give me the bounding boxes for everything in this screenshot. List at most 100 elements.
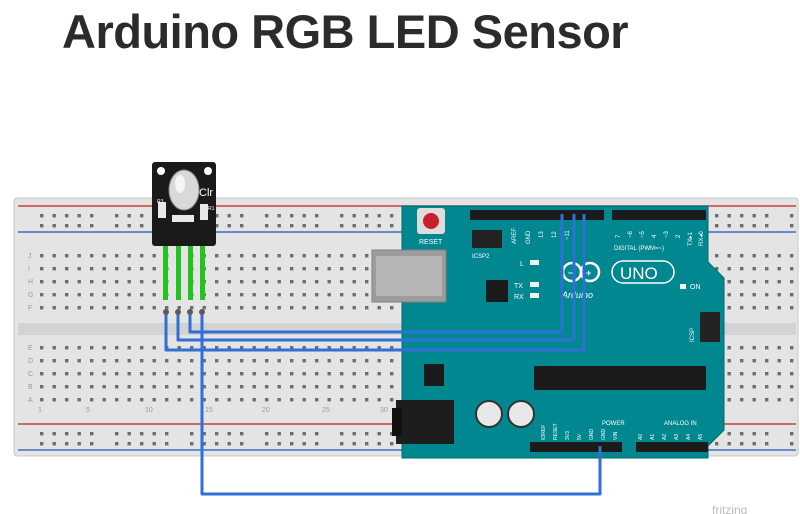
breadboard-row-labels: J I H G F E D C B A bbox=[28, 253, 33, 404]
breadboard-hole bbox=[777, 359, 781, 363]
icsp-header bbox=[700, 312, 720, 342]
breadboard-hole bbox=[90, 346, 94, 350]
breadboard-hole bbox=[52, 214, 56, 218]
breadboard-hole bbox=[765, 442, 769, 446]
breadboard-hole bbox=[777, 267, 781, 271]
breadboard-hole bbox=[240, 398, 244, 402]
breadboard-hole bbox=[202, 385, 206, 389]
breadboard-hole bbox=[790, 359, 794, 363]
breadboard-hole bbox=[365, 280, 369, 284]
breadboard-hole bbox=[127, 442, 131, 446]
breadboard-hole bbox=[40, 306, 44, 310]
led-label-l: L bbox=[520, 261, 524, 268]
breadboard-hole bbox=[377, 442, 381, 446]
breadboard-hole bbox=[715, 442, 719, 446]
breadboard-hole bbox=[240, 306, 244, 310]
pin-label: GND bbox=[601, 429, 607, 441]
breadboard-hole bbox=[102, 280, 106, 284]
breadboard-hole bbox=[752, 214, 756, 218]
row-label: C bbox=[28, 371, 33, 378]
breadboard-hole bbox=[90, 214, 94, 218]
breadboard-hole bbox=[177, 346, 181, 350]
breadboard-hole bbox=[790, 372, 794, 376]
icsp2-header bbox=[472, 230, 502, 248]
breadboard-hole bbox=[227, 293, 231, 297]
breadboard-hole bbox=[752, 385, 756, 389]
breadboard-hole bbox=[90, 385, 94, 389]
breadboard-hole bbox=[240, 346, 244, 350]
breadboard-hole bbox=[302, 267, 306, 271]
breadboard-hole bbox=[777, 280, 781, 284]
breadboard-hole bbox=[790, 293, 794, 297]
breadboard-hole bbox=[340, 267, 344, 271]
svg-text:−: − bbox=[568, 268, 573, 278]
reset-button-cap[interactable] bbox=[423, 213, 439, 229]
pin-label: VIN bbox=[613, 431, 619, 440]
breadboard-hole bbox=[365, 346, 369, 350]
breadboard-hole bbox=[65, 280, 69, 284]
breadboard-hole bbox=[40, 432, 44, 436]
breadboard-hole bbox=[152, 398, 156, 402]
breadboard-hole bbox=[77, 254, 81, 258]
resistor bbox=[158, 202, 166, 218]
breadboard-hole bbox=[65, 385, 69, 389]
digital-label: DIGITAL (PWM=~) bbox=[614, 246, 664, 252]
pin-label: RESET bbox=[553, 423, 559, 440]
wire-red bbox=[164, 214, 586, 352]
breadboard-hole bbox=[752, 346, 756, 350]
breadboard-hole bbox=[127, 359, 131, 363]
breadboard-hole bbox=[202, 359, 206, 363]
led-on bbox=[680, 284, 686, 289]
breadboard-hole bbox=[390, 359, 394, 363]
breadboard-hole bbox=[140, 359, 144, 363]
breadboard-hole bbox=[190, 306, 194, 310]
breadboard-hole bbox=[265, 293, 269, 297]
breadboard-hole bbox=[390, 214, 394, 218]
regulator bbox=[424, 364, 444, 386]
breadboard-hole bbox=[102, 306, 106, 310]
svg-text:+: + bbox=[586, 268, 591, 278]
breadboard-hole bbox=[290, 306, 294, 310]
column-label: 1 bbox=[38, 407, 42, 414]
breadboard-hole bbox=[65, 372, 69, 376]
breadboard-hole bbox=[52, 398, 56, 402]
watermark: fritzing bbox=[712, 503, 747, 514]
breadboard-hole bbox=[77, 385, 81, 389]
breadboard-hole bbox=[102, 372, 106, 376]
breadboard-hole bbox=[265, 385, 269, 389]
breadboard-hole bbox=[327, 267, 331, 271]
breadboard-hole bbox=[765, 432, 769, 436]
breadboard-hole bbox=[127, 254, 131, 258]
breadboard-hole bbox=[140, 398, 144, 402]
breadboard-hole bbox=[377, 306, 381, 310]
breadboard-hole bbox=[152, 442, 156, 446]
breadboard-hole bbox=[240, 267, 244, 271]
breadboard-hole bbox=[215, 372, 219, 376]
breadboard-hole bbox=[327, 280, 331, 284]
breadboard-hole bbox=[190, 385, 194, 389]
breadboard-hole bbox=[277, 385, 281, 389]
pin-label-12: 12 bbox=[552, 231, 558, 238]
breadboard-hole bbox=[352, 254, 356, 258]
breadboard-hole bbox=[177, 398, 181, 402]
breadboard-hole bbox=[215, 398, 219, 402]
breadboard-hole bbox=[165, 385, 169, 389]
breadboard-hole bbox=[290, 372, 294, 376]
breadboard-hole bbox=[290, 432, 294, 436]
breadboard-hole bbox=[127, 398, 131, 402]
breadboard-hole bbox=[65, 432, 69, 436]
wire-gnd bbox=[200, 312, 602, 496]
column-label: 30 bbox=[380, 407, 388, 414]
breadboard-hole bbox=[302, 398, 306, 402]
breadboard-hole bbox=[127, 224, 131, 228]
breadboard-hole bbox=[277, 442, 281, 446]
breadboard-hole bbox=[252, 293, 256, 297]
breadboard-hole bbox=[277, 432, 281, 436]
breadboard-hole bbox=[227, 280, 231, 284]
breadboard-hole bbox=[327, 372, 331, 376]
icsp-label: ICSP bbox=[690, 328, 696, 342]
breadboard-hole bbox=[90, 293, 94, 297]
breadboard-hole bbox=[277, 359, 281, 363]
led-rx bbox=[530, 293, 539, 298]
breadboard-hole bbox=[40, 385, 44, 389]
